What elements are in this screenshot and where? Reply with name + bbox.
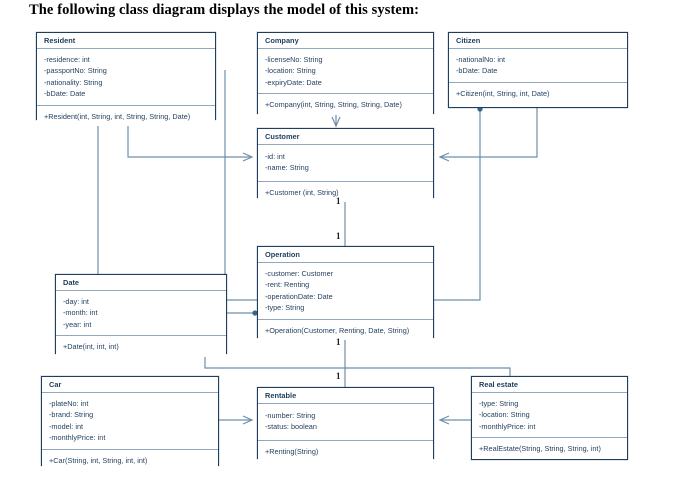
class-attributes-resident: -residence: int -passportNo: String -nat… <box>37 49 215 106</box>
operation: +RealEstate(String, String, String, int) <box>479 444 601 454</box>
multiplicity-label: 1 <box>336 371 341 381</box>
attribute: -id: int <box>265 152 285 161</box>
operation: +Resident(int, String, int, String, Stri… <box>44 111 191 121</box>
operation: +Company(int, String, String, String, Da… <box>265 100 402 110</box>
attribute: -location: String <box>479 410 530 420</box>
attribute: -location: String <box>265 66 316 76</box>
attribute: -licenseNo: String <box>265 55 323 64</box>
operation: +Operation(Customer, Renting, Date, Stri… <box>265 325 410 335</box>
class-operations-date: +Date(int, int, int) <box>56 336 226 357</box>
class-operations-resident: +Resident(int, String, int, String, Stri… <box>37 105 215 127</box>
class-attributes-customer: -id: int -name: String <box>258 145 433 182</box>
class-operations-company: +Company(int, String, String, String, Da… <box>258 94 433 115</box>
uml-class-citizen[interactable]: Citizen -nationalNo: int -bDate: Date +C… <box>448 32 628 108</box>
operation: +Date(int, int, int) <box>63 342 119 352</box>
uml-class-company[interactable]: Company -licenseNo: String -location: St… <box>257 32 434 115</box>
multiplicity-label: 1 <box>336 231 341 241</box>
attribute: -brand: String <box>49 410 94 420</box>
attribute: -day: int <box>63 297 89 306</box>
class-operations-customer: +Customer (int, String) <box>258 181 433 203</box>
class-name-rentable: Rentable <box>258 388 433 404</box>
class-attributes-operation: -customer: Customer -rent: Renting -oper… <box>258 263 433 320</box>
class-attributes-date: -day: int -month: int -year: int <box>56 291 226 337</box>
class-operations-real-estate: +RealEstate(String, String, String, int) <box>472 438 627 459</box>
attribute: -bDate: Date <box>456 66 498 76</box>
attribute: -monthlyPrice: int <box>479 421 536 431</box>
uml-class-customer[interactable]: Customer -id: int -name: String +Custome… <box>257 128 434 203</box>
attribute: -bDate: Date <box>44 89 86 99</box>
class-attributes-car: -plateNo: int -brand: String -model: int… <box>42 393 218 450</box>
class-attributes-rentable: -number: String -status: boolean <box>258 404 433 441</box>
operation: +Renting(String) <box>265 446 319 456</box>
class-operations-operation: +Operation(Customer, Renting, Date, Stri… <box>258 319 433 341</box>
attribute: -number: String <box>265 411 316 420</box>
uml-class-real-estate[interactable]: Real estate -type: String -location: Str… <box>471 376 628 460</box>
attribute: -type: String <box>479 399 519 408</box>
operation: +Citizen(int, String, int, Date) <box>456 88 550 98</box>
class-name-customer: Customer <box>258 129 433 145</box>
edge-date-to-operation <box>227 310 258 316</box>
class-attributes-company: -licenseNo: String -location: String -ex… <box>258 49 433 95</box>
class-operations-rentable: +Renting(String) <box>258 440 433 462</box>
attribute: -model: int <box>49 421 84 431</box>
uml-class-rentable[interactable]: Rentable -number: String -status: boolea… <box>257 387 434 462</box>
operation: +Customer (int, String) <box>265 187 339 197</box>
uml-class-operation[interactable]: Operation -customer: Customer -rent: Ren… <box>257 246 434 341</box>
attribute: -plateNo: int <box>49 399 89 408</box>
attribute: -month: int <box>63 308 98 318</box>
attribute: -passportNo: String <box>44 66 107 76</box>
uml-class-date[interactable]: Date -day: int -month: int -year: int +D… <box>55 274 227 357</box>
class-name-car: Car <box>42 377 218 393</box>
uml-class-car[interactable]: Car -plateNo: int -brand: String -model:… <box>41 376 219 471</box>
edge-date-to-rentable-path <box>204 354 511 387</box>
attribute: -year: int <box>63 319 92 329</box>
attribute: -status: boolean <box>265 422 317 432</box>
attribute: -operationDate: Date <box>265 291 333 301</box>
class-operations-car: +Car(String, int, String, int, int) <box>42 449 218 471</box>
attribute: -rent: Renting <box>265 280 310 290</box>
edge-citizen-to-customer <box>438 108 538 162</box>
attribute: -monthlyPrice: int <box>49 433 106 443</box>
multiplicity-label: 1 <box>336 337 341 347</box>
class-attributes-real-estate: -type: String -location: String -monthly… <box>472 393 627 439</box>
attribute: -type: String <box>265 303 305 313</box>
class-name-resident: Resident <box>37 33 215 49</box>
operation: +Car(String, int, String, int, int) <box>49 455 148 465</box>
attribute: -nationality: String <box>44 77 103 87</box>
attribute: -name: String <box>265 163 309 173</box>
class-name-company: Company <box>258 33 433 49</box>
attribute: -nationalNo: int <box>456 55 506 64</box>
class-name-date: Date <box>56 275 226 291</box>
page-title: The following class diagram displays the… <box>29 2 420 18</box>
class-name-real-estate: Real estate <box>472 377 627 393</box>
attribute: -residence: int <box>44 55 90 64</box>
class-name-operation: Operation <box>258 247 433 263</box>
attribute: -customer: Customer <box>265 269 334 278</box>
class-operations-citizen: +Citizen(int, String, int, Date) <box>449 82 627 104</box>
multiplicity-label: 1 <box>336 196 341 206</box>
uml-class-resident[interactable]: Resident -residence: int -passportNo: St… <box>36 32 216 127</box>
class-attributes-citizen: -nationalNo: int -bDate: Date <box>449 49 627 83</box>
edge-resident-to-date <box>95 118 101 274</box>
attribute: -expiryDate: Date <box>265 77 322 87</box>
class-name-citizen: Citizen <box>449 33 627 49</box>
